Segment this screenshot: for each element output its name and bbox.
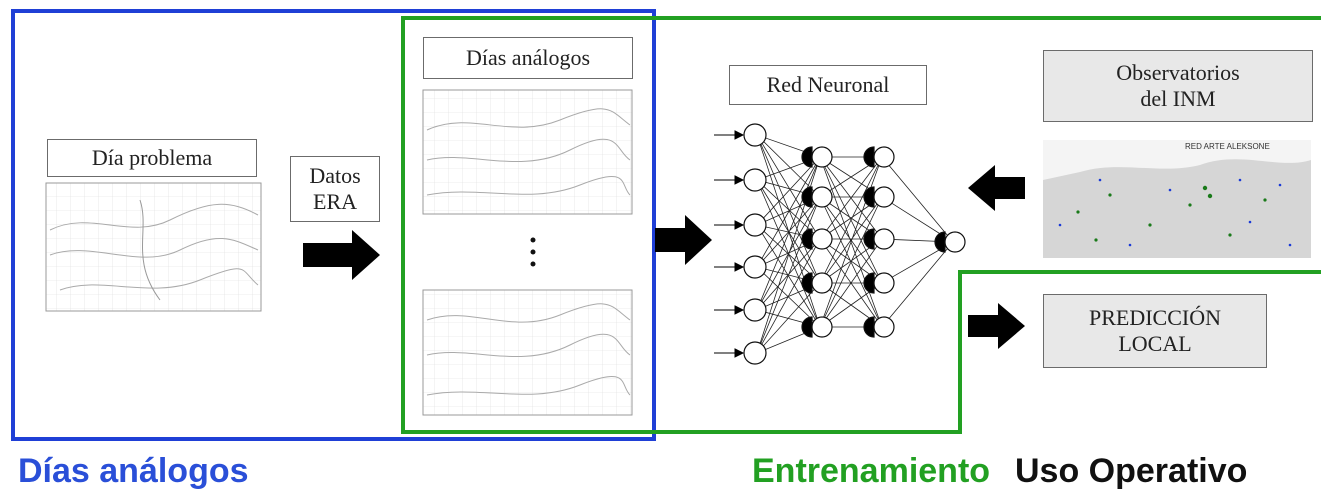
observatorios-arrow — [968, 165, 1025, 211]
dias-analogos-frame — [11, 9, 656, 441]
prediccion-label-line2: LOCAL — [1118, 331, 1192, 356]
observatorios-label-line2: del INM — [1140, 86, 1216, 111]
dias-analogos-box: Días análogos — [423, 37, 633, 79]
prediccion-local-box: PREDICCIÓN LOCAL — [1043, 294, 1267, 368]
datos-era-label-line1: Datos — [309, 163, 361, 188]
input-arrow — [655, 215, 712, 265]
observatorios-map — [1043, 140, 1311, 258]
footer-uso-operativo: Uso Operativo — [1015, 452, 1248, 490]
dia-problema-box: Día problema — [47, 139, 257, 177]
entrenamiento-frame — [401, 16, 1321, 434]
neural-network — [714, 123, 966, 365]
observatorios-box: Observatorios del INM — [1043, 50, 1313, 122]
vertical-ellipsis — [530, 237, 536, 267]
dia-problema-map — [45, 182, 262, 312]
dias-analogos-label: Días análogos — [465, 45, 591, 70]
prediccion-arrow — [968, 303, 1025, 349]
red-neuronal-box: Red Neuronal — [729, 65, 927, 105]
analogo-map-top — [422, 89, 633, 215]
datos-era-arrow — [303, 230, 380, 280]
datos-era-box: Datos ERA — [290, 156, 380, 222]
red-neuronal-label: Red Neuronal — [766, 72, 890, 97]
map-caption: RED ARTE ALEKSONE — [1185, 142, 1270, 151]
observatorios-label-line1: Observatorios — [1116, 60, 1240, 85]
footer-entrenamiento: Entrenamiento — [752, 452, 991, 490]
analogo-map-bottom — [422, 289, 633, 416]
datos-era-label-line2: ERA — [313, 189, 357, 214]
dia-problema-label: Día problema — [91, 145, 213, 170]
footer-dias-analogos: Días análogos — [18, 452, 249, 490]
prediccion-label-line1: PREDICCIÓN — [1088, 305, 1221, 330]
